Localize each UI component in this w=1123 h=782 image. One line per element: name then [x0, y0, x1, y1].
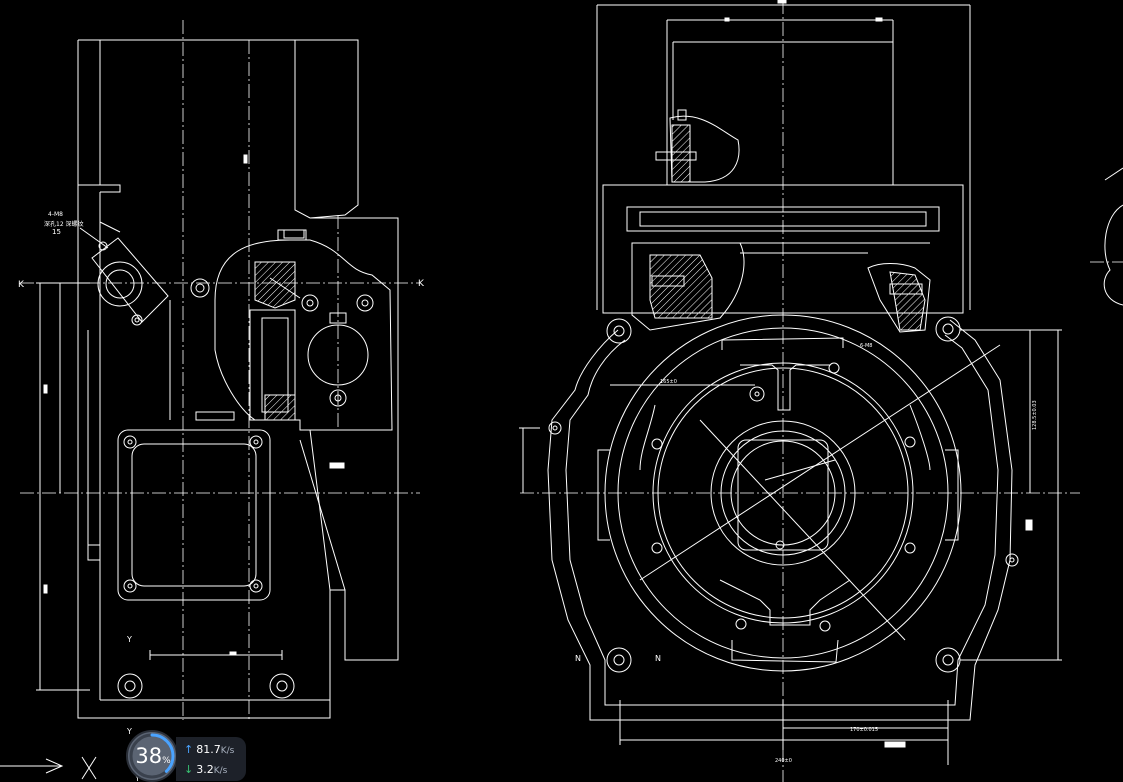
cpu-value: 38	[135, 744, 163, 768]
dim-label-6m8: 6-M8	[860, 343, 872, 349]
section-marker-y-top: Y	[126, 635, 132, 644]
dim-label-right-vertical: 128.5±0.03	[1032, 400, 1038, 430]
mounting-boss	[91, 237, 169, 323]
download-value: 3.2	[196, 763, 214, 776]
hole-note-line-3: 15	[52, 228, 61, 236]
download-unit: K/s	[213, 766, 228, 776]
side-view	[36, 39, 399, 719]
section-marker-k-right: K	[418, 279, 425, 289]
speed-panel: ↑81.7K/s ↓3.2K/s	[176, 737, 246, 781]
hole-note-line-1: 4-M8	[48, 211, 63, 218]
section-marker-k-left: K	[18, 280, 25, 290]
upload-unit: K/s	[220, 746, 235, 756]
side-view-centerlines	[20, 20, 420, 720]
cover-plate-outer	[117, 429, 271, 601]
side-view-top-housing	[78, 39, 359, 219]
hole-note-line-2: 深孔12 深螺纹	[44, 220, 84, 228]
upload-arrow-icon: ↑	[184, 743, 194, 756]
section-marker-n-left: N	[575, 654, 581, 663]
download-arrow-icon: ↓	[184, 763, 194, 776]
section-marker-n-right: N	[655, 654, 661, 663]
cpu-percent-readout: 38%	[128, 745, 178, 772]
dim-label-240: 240±0	[775, 758, 792, 764]
upload-value: 81.7	[196, 743, 221, 756]
cpu-unit: %	[162, 756, 171, 766]
ucs-icon	[0, 756, 97, 780]
upload-speed: ↑81.7K/s	[184, 743, 234, 756]
front-view	[519, 0, 1123, 765]
front-view-centerlines	[520, 0, 1123, 782]
dim-label-165: 165±0	[660, 379, 677, 385]
ucs-y-label: Y	[134, 774, 140, 782]
download-speed: ↓3.2K/s	[184, 763, 227, 776]
cpu-gauge[interactable]: 38%	[126, 730, 178, 782]
network-monitor-widget[interactable]: 38% ↑81.7K/s ↓3.2K/s	[126, 730, 246, 782]
dim-label-170: 170±0.015	[850, 727, 878, 733]
bearing-housing	[214, 239, 393, 431]
housing-outer-contour	[547, 319, 1013, 721]
section-marker-y-bottom: Y	[126, 727, 132, 736]
cpu-gauge-ring	[129, 733, 175, 779]
